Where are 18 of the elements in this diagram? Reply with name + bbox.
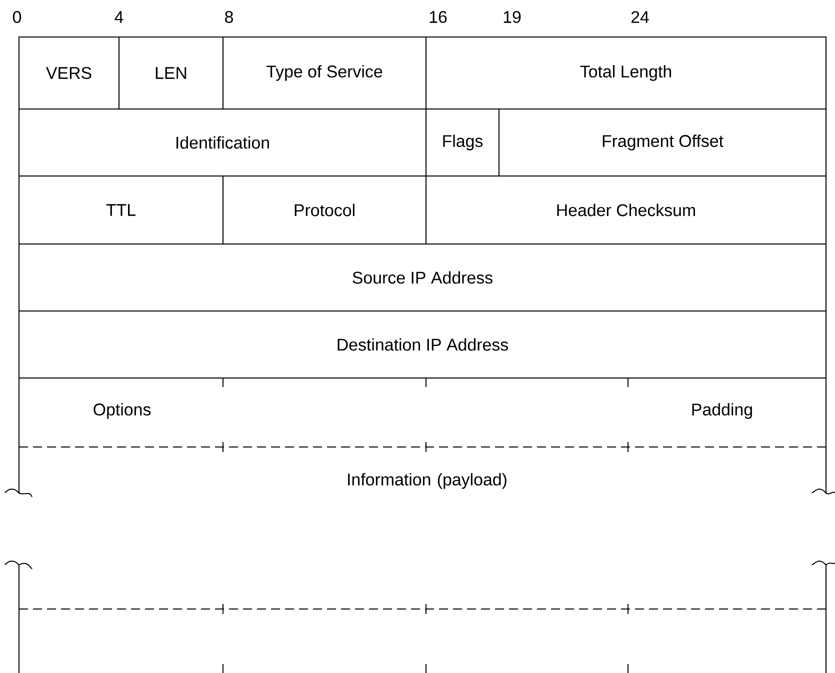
field-cell: VERS	[18, 36, 120, 110]
field-cell: Header Checksum	[426, 176, 826, 244]
field-cell: LEN	[118, 36, 224, 110]
field-cell: Total Length	[426, 36, 826, 110]
bit-number: 0	[12, 11, 22, 23]
field-cell: Type of Service	[222, 36, 426, 110]
field-cell: Identification	[18, 108, 426, 176]
field-cell: Source IP Address	[18, 244, 826, 312]
bit-number: 8	[225, 11, 233, 23]
field-cell: Destination IP Address	[18, 310, 826, 378]
bit-number: 4	[114, 11, 124, 23]
field-cell: Flags	[426, 108, 500, 176]
bit-number: 16	[430, 11, 447, 23]
payload-label: Information (payload)	[348, 473, 506, 489]
field-cell: TTL	[18, 176, 224, 244]
field-cell: Fragment Offset	[498, 108, 826, 176]
field-cell: Protocol	[222, 176, 426, 244]
options-row: Options Padding	[18, 378, 826, 452]
